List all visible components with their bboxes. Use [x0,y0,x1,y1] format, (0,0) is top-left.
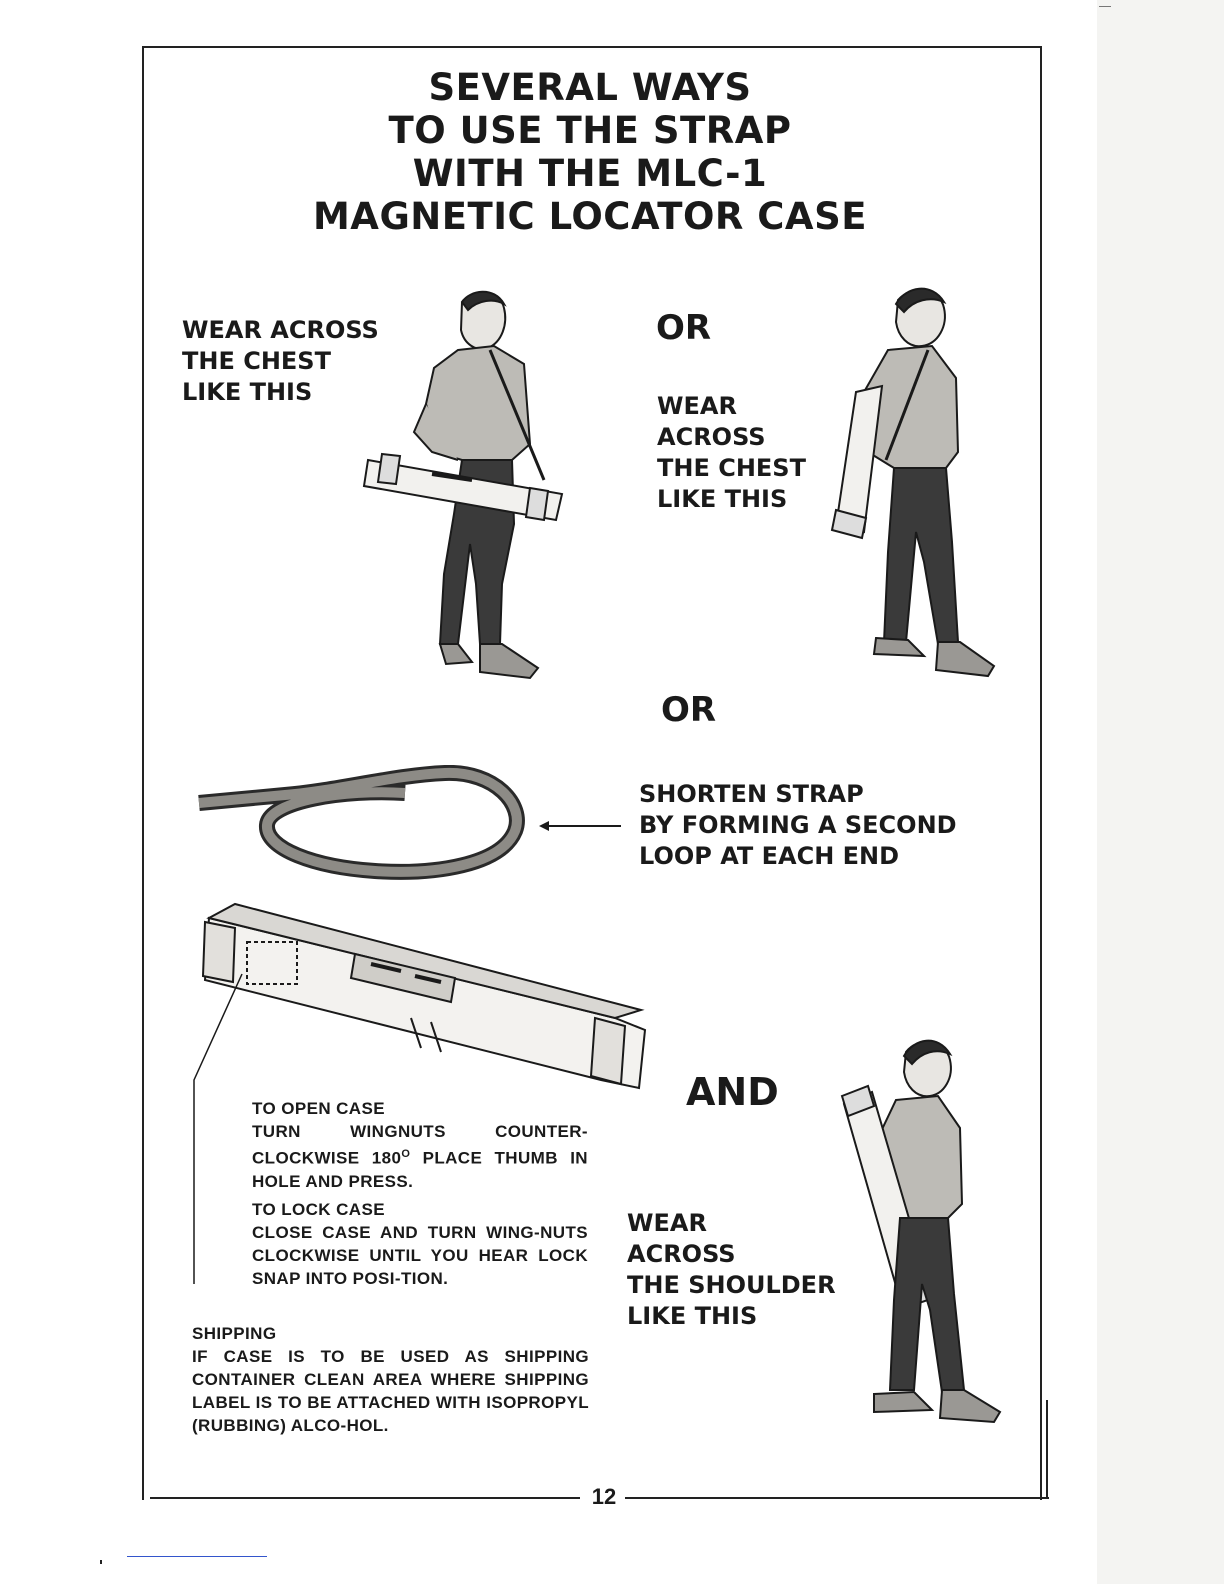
man-case-over-shoulder-illustration [840,1039,1002,1424]
title-line-2: TO USE THE STRAP [388,109,792,152]
open-case-instructions: TO OPEN CASE TURN WINGNUTS COUNTER-CLOCK… [252,1097,588,1193]
strap-loop-illustration [198,765,525,880]
page-edge-shadow [1097,0,1224,1584]
title-line-4: MAGNETIC LOCATOR CASE [312,195,867,238]
caption-line: THE SHOULDER [627,1271,836,1299]
page-border-bottom-left [150,1497,580,1499]
shorten-strap-caption: SHORTEN STRAP BY FORMING A SECOND LOOP A… [639,779,957,872]
and-divider: AND [686,1070,779,1114]
or-divider-1: OR [656,308,712,348]
page-edge-mark [1099,6,1111,7]
caption-line: WEAR [657,392,737,420]
caption-line: SHORTEN STRAP [639,780,864,808]
caption-line: WEAR [627,1209,707,1237]
caption-line: THE CHEST [182,347,331,375]
caption-line: BY FORMING A SECOND [639,811,957,839]
shipping-text: IF CASE IS TO BE USED AS SHIPPING CONTAI… [192,1347,589,1435]
open-case-text-a: TURN WINGNUTS COUNTER-CLOCKWISE 180 [252,1122,588,1168]
lock-case-heading: TO LOCK CASE [252,1200,385,1219]
caption-line: WEAR ACROSS [182,316,379,344]
case-label-leader-line [193,973,243,1284]
page-border [142,46,1042,1500]
open-case-text: TURN WINGNUTS COUNTER-CLOCKWISE 180O PLA… [252,1120,588,1193]
shipping-instructions: SHIPPING IF CASE IS TO BE USED AS SHIPPI… [192,1322,589,1437]
page-border-bottom-right [625,1497,1049,1499]
footer-mark [100,1560,102,1564]
caption-line: ACROSS [627,1240,736,1268]
open-case-text-b: PLACE THUMB IN HOLE AND PRESS. [252,1148,588,1191]
locator-case-detail-illustration [201,902,647,1090]
caption-line: LIKE THIS [182,378,313,406]
chest-right-caption: WEAR ACROSS THE CHEST LIKE THIS [657,391,806,515]
caption-line: LIKE THIS [627,1302,758,1330]
page-border-right-offset [1046,1400,1048,1499]
man-carrying-case-front-illustration [362,290,564,680]
title-line-3: WITH THE MLC-1 [412,152,768,195]
footer-underline [127,1556,267,1557]
caption-line: THE CHEST [657,454,806,482]
shoulder-caption: WEAR ACROSS THE SHOULDER LIKE THIS [627,1208,836,1332]
page-number: 12 [591,1484,617,1509]
chest-left-caption: WEAR ACROSS THE CHEST LIKE THIS [182,315,379,408]
title-line-1: SEVERAL WAYS [428,66,752,109]
man-walking-case-side-illustration [830,287,996,678]
lock-case-instructions: TO LOCK CASE CLOSE CASE AND TURN WING-NU… [252,1198,588,1290]
caption-line: LIKE THIS [657,485,788,513]
caption-line: LOOP AT EACH END [639,842,900,870]
degree-mark: O [401,1148,411,1160]
strap-pointer-arrow [539,821,621,831]
caption-line: ACROSS [657,423,766,451]
or-divider-2: OR [661,690,717,730]
shipping-heading: SHIPPING [192,1324,277,1343]
page-title: SEVERAL WAYS TO USE THE STRAP WITH THE M… [150,66,1030,238]
open-case-heading: TO OPEN CASE [252,1099,385,1118]
lock-case-text: CLOSE CASE AND TURN WING-NUTS CLOCKWISE … [252,1223,588,1288]
